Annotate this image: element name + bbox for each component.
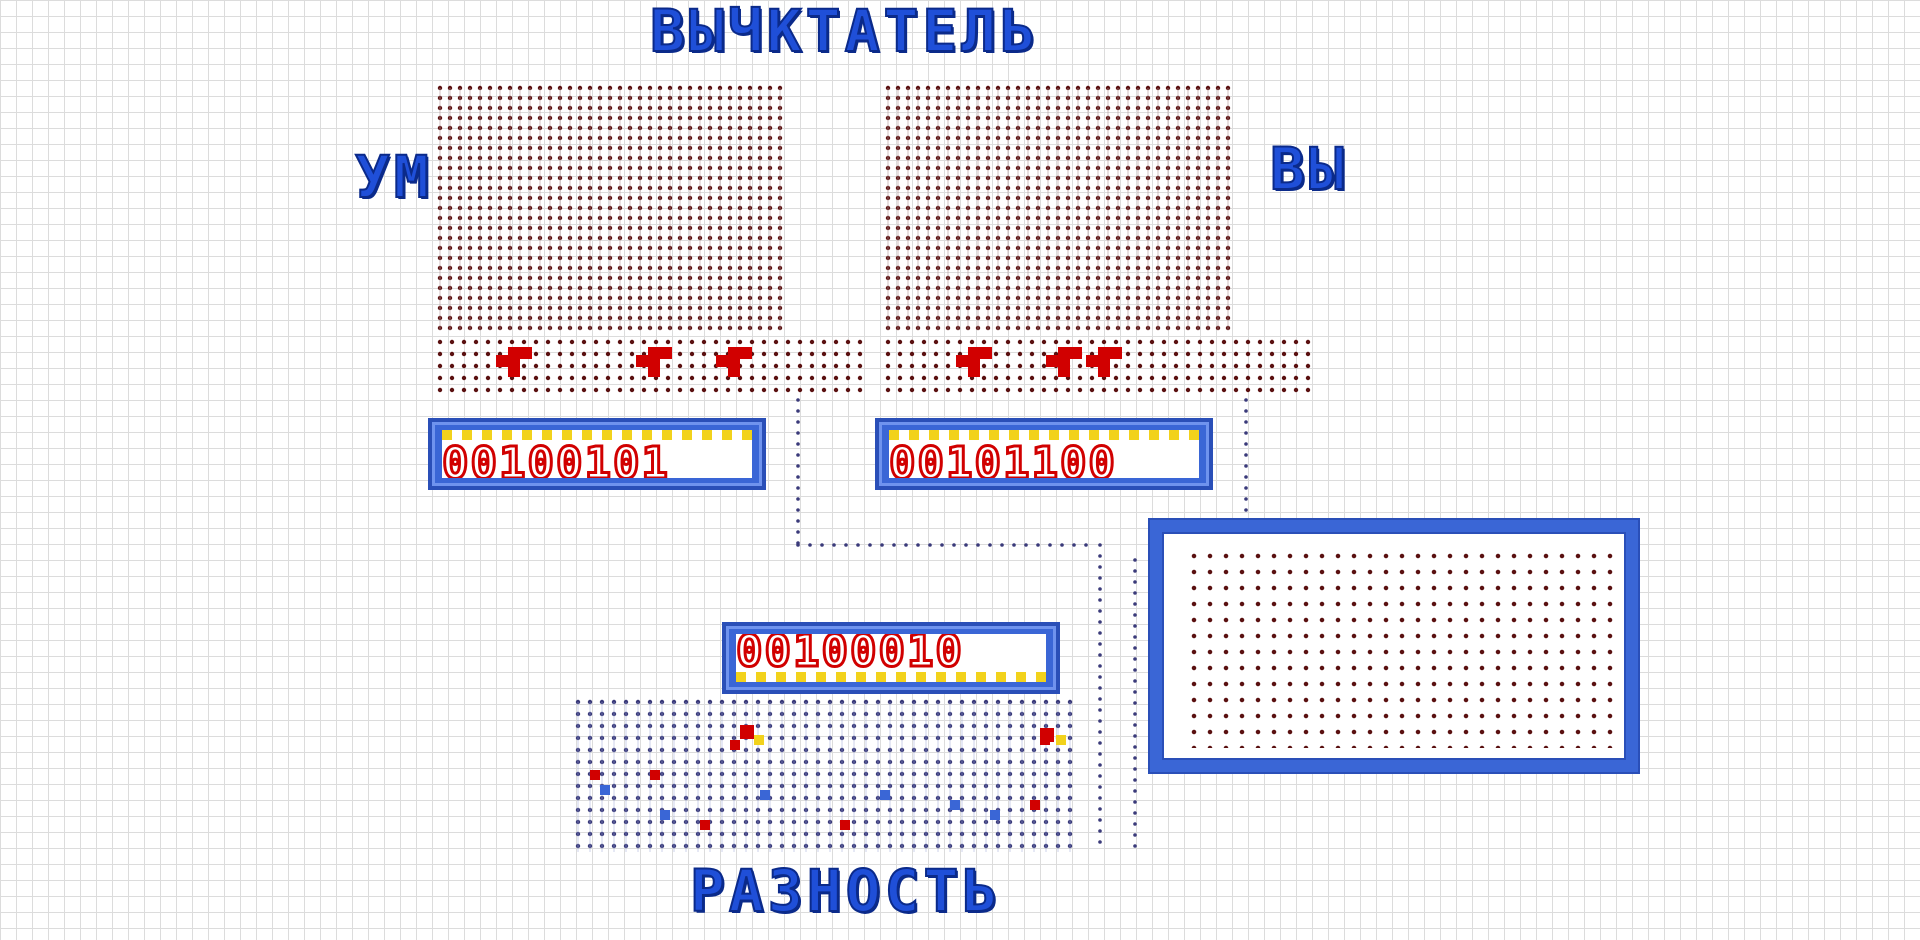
minuend-digits: 00100101 xyxy=(442,436,670,478)
difference-label: РАЗНОСТЬ xyxy=(689,857,1002,925)
subtrahend-digits: 00101100 xyxy=(889,436,1117,478)
subtrahend-label: ВЫ xyxy=(1269,135,1348,203)
difference-lamps xyxy=(736,672,1046,682)
subtrahend-display: 00101100 xyxy=(875,418,1213,490)
subtrahend-lamps xyxy=(889,430,1199,440)
difference-display: 00100010 xyxy=(722,622,1060,694)
memory-panel xyxy=(1150,520,1638,772)
memory-grid xyxy=(1186,548,1614,748)
minuend-lamps xyxy=(442,430,752,440)
difference-digits: 00100010 xyxy=(736,634,964,678)
minuend-display: 00100101 xyxy=(428,418,766,490)
minuend-label: УМ xyxy=(354,143,433,211)
title-text: ВЫЧКТАТЕЛЬ xyxy=(649,0,1040,65)
